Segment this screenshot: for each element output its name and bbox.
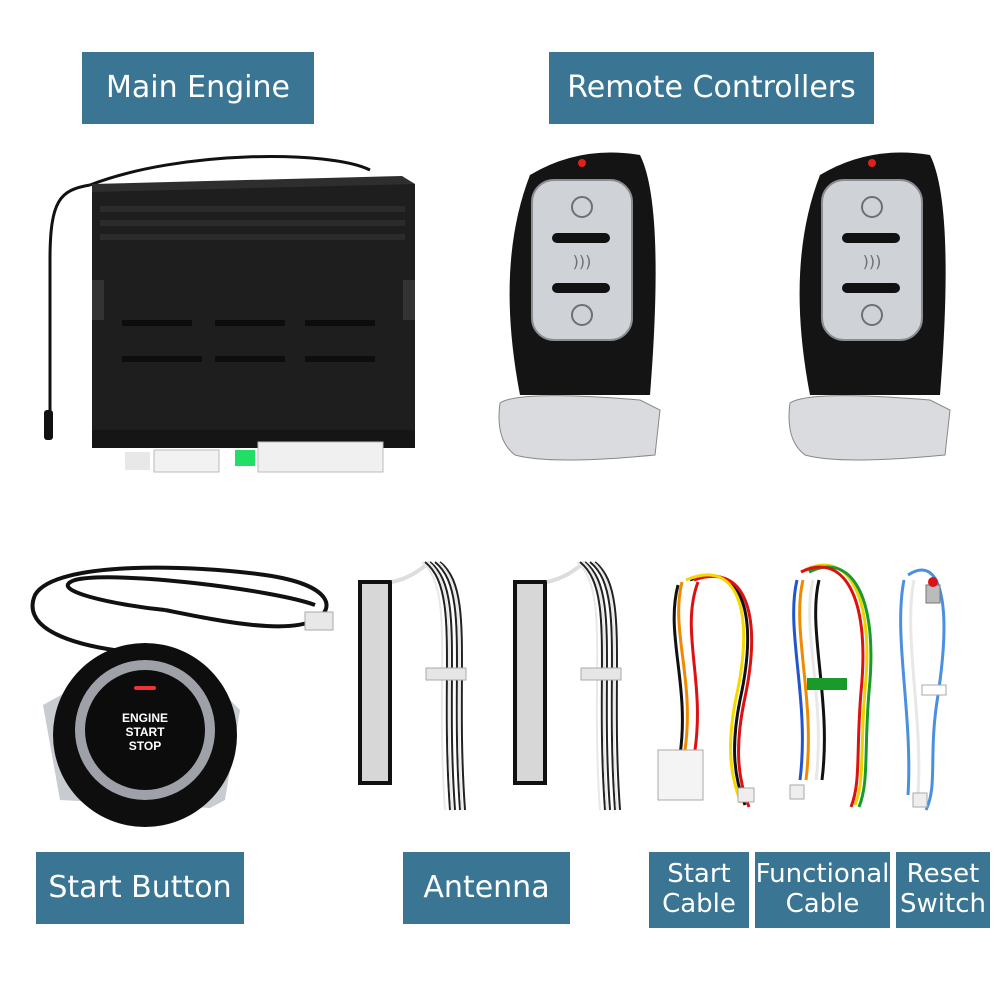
functional-cable-label-line2: Cable [785, 889, 860, 919]
antenna-1-image [358, 560, 467, 811]
start-button-label: Start Button [36, 852, 244, 924]
antenna-label: Antenna [403, 852, 570, 924]
start-cable-label-line1: Start [667, 859, 731, 890]
functional-cable-label-line1: Functional [755, 859, 890, 890]
button-text-start: START [125, 725, 165, 739]
start-cable-label: Start Cable [649, 852, 749, 928]
remote-controller-1-image: ))) [498, 152, 661, 461]
remote-controller-2-image: ))) [788, 152, 951, 461]
button-text-engine: ENGINE [122, 711, 168, 725]
reset-switch-label-line2: Switch [900, 889, 986, 919]
functional-cable-image [789, 563, 873, 808]
main-engine-label: Main Engine [82, 52, 314, 124]
reset-switch-image [899, 568, 947, 811]
start-cable-label-line2: Cable [662, 889, 736, 919]
remote-controllers-label: Remote Controllers [549, 52, 874, 124]
main-engine-image [44, 155, 415, 473]
functional-cable-label: Functional Cable [755, 852, 890, 928]
antenna-2-image [513, 560, 622, 811]
svg-text:))): ))) [863, 252, 882, 271]
svg-text:))): ))) [573, 252, 592, 271]
start-button-image: ENGINE START STOP [30, 565, 334, 827]
button-text-stop: STOP [129, 739, 161, 753]
start-cable-image [657, 573, 755, 808]
reset-switch-label: Reset Switch [896, 852, 990, 928]
reset-switch-label-line1: Reset [906, 859, 980, 890]
